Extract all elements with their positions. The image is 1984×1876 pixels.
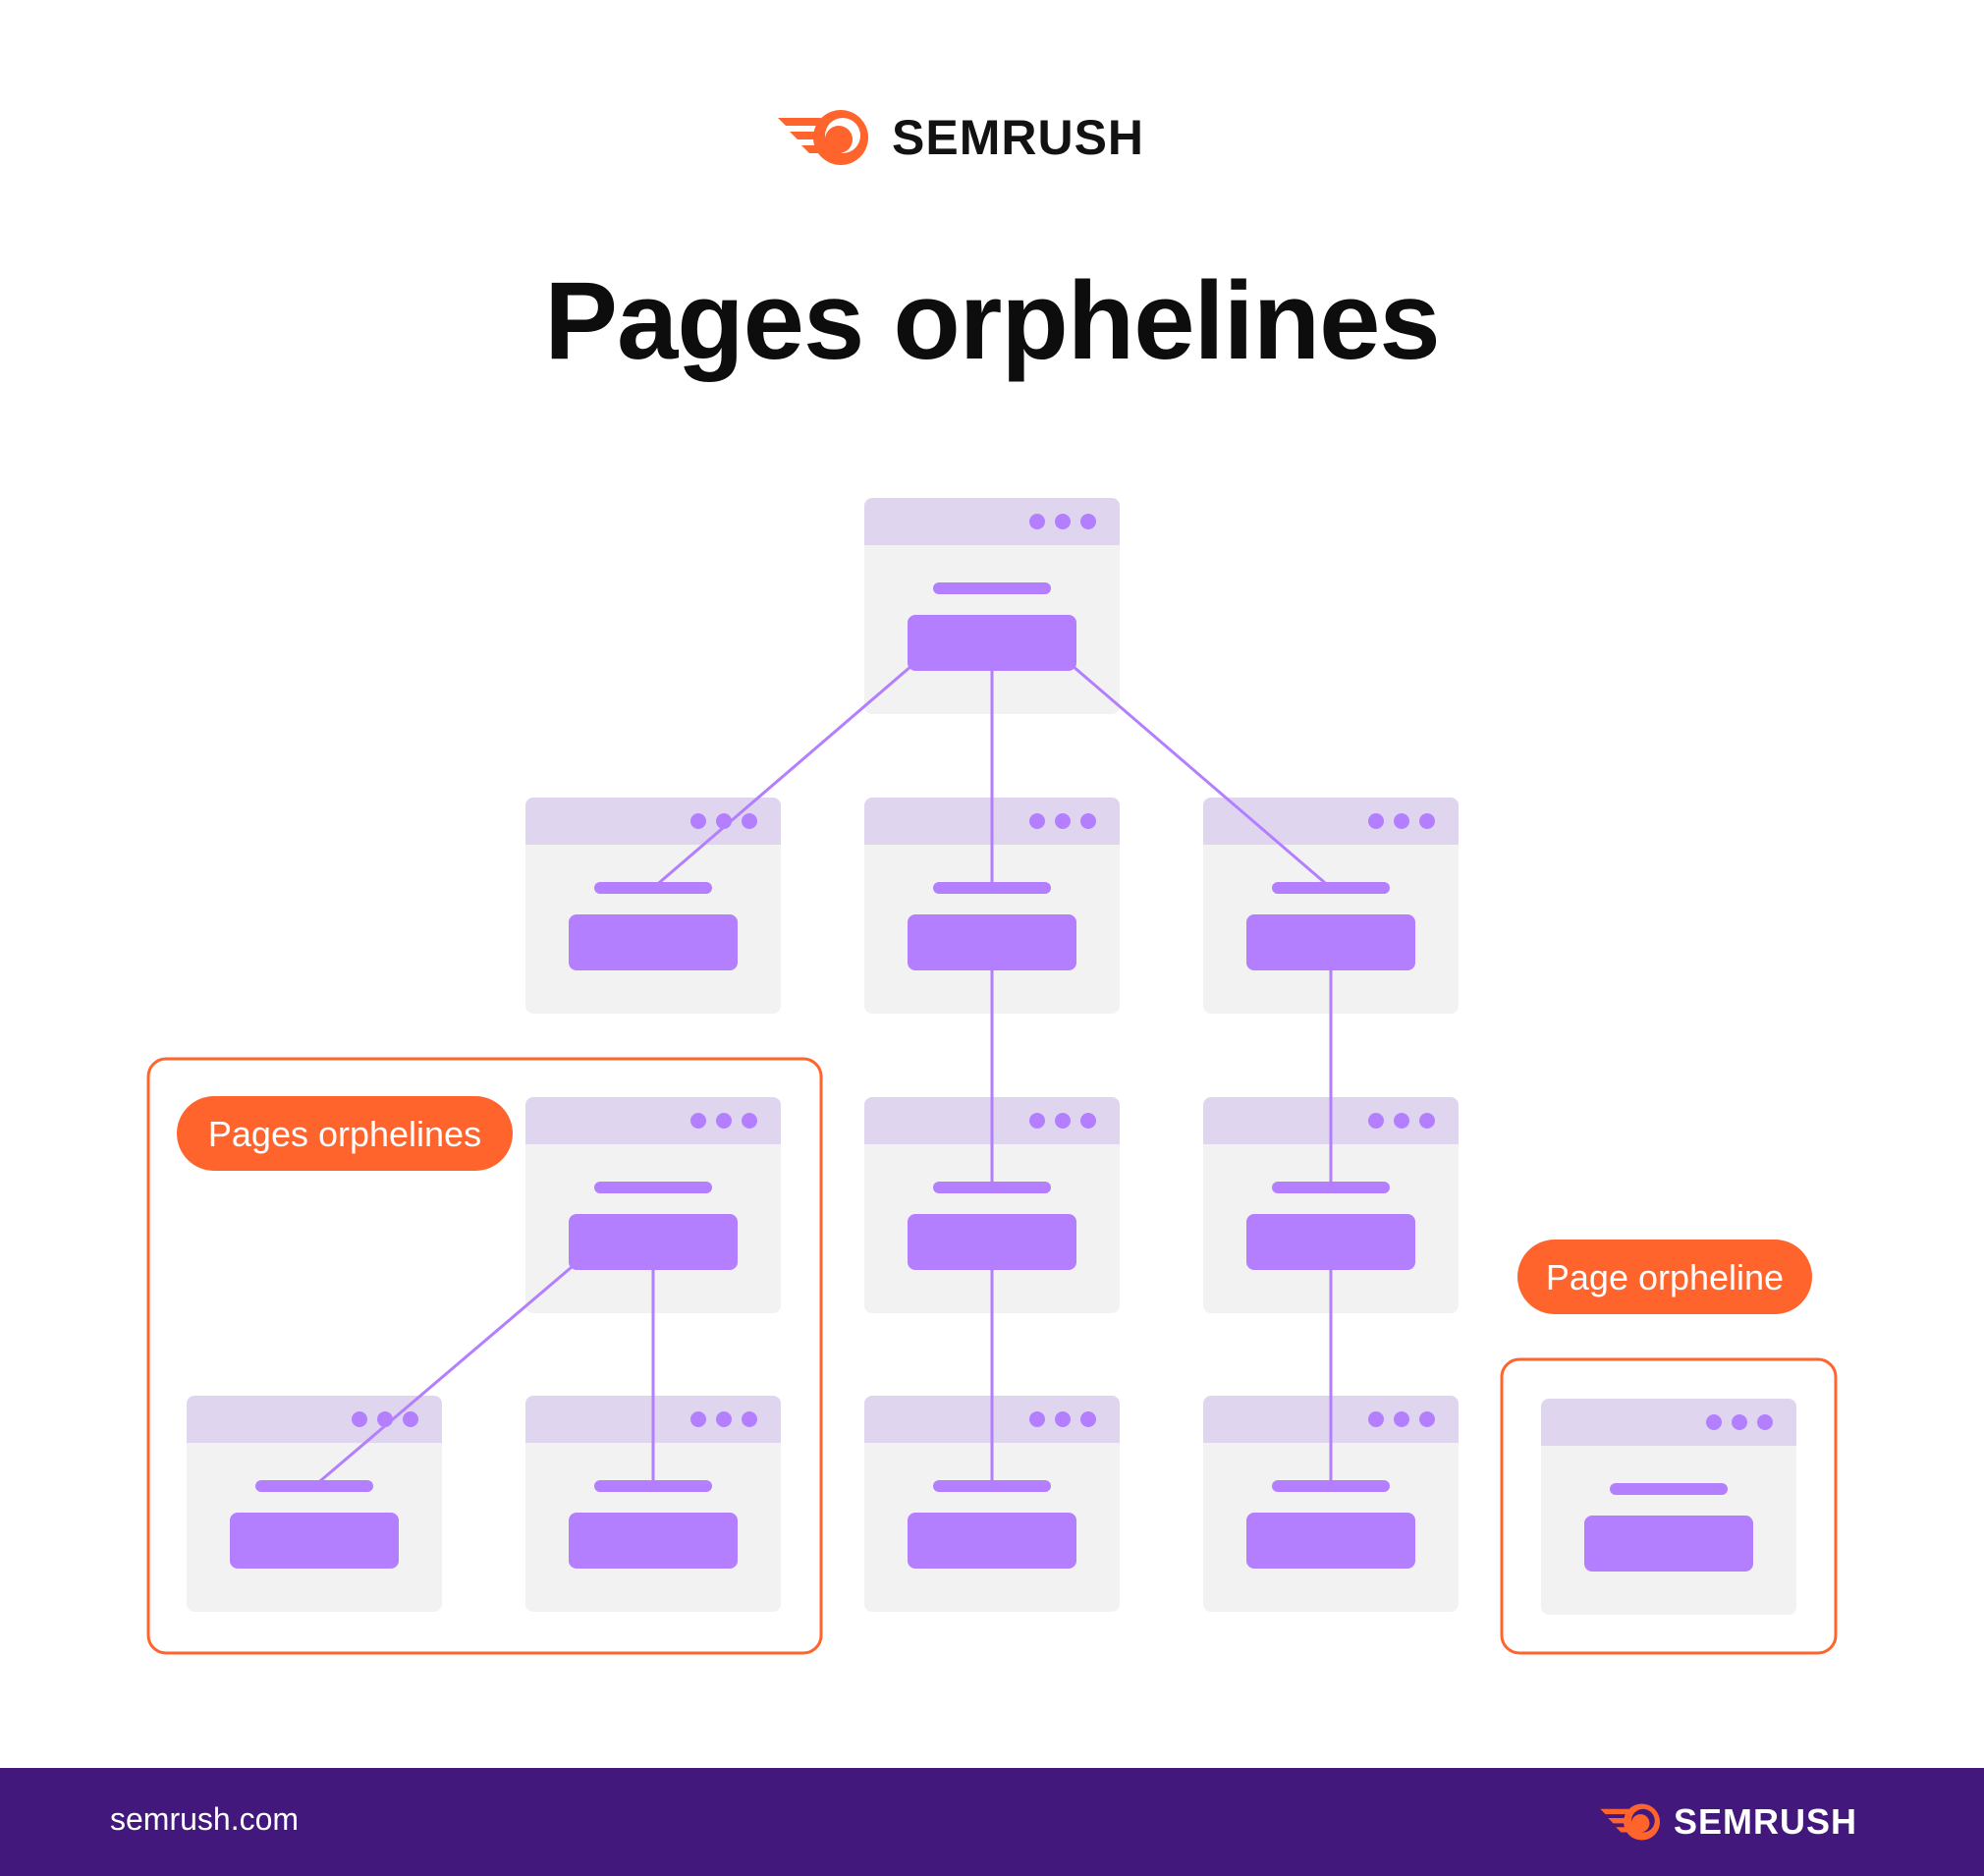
- links: [313, 664, 1333, 1488]
- footer-url: semrush.com: [110, 1801, 300, 1837]
- page-level1-left: [525, 798, 781, 1014]
- orphan-group-label: Pages orphelines: [208, 1114, 481, 1154]
- page-title: Pages orphelines: [544, 259, 1440, 382]
- footer-wordmark: SEMRUSH: [1674, 1801, 1858, 1842]
- link-line: [313, 1265, 573, 1488]
- site-structure-diagram: Pages orphelines Page orpheline: [146, 498, 1838, 1655]
- orphan-child-page-left: [187, 1396, 442, 1612]
- orphan-single-label: Page orpheline: [1546, 1257, 1784, 1297]
- orphan-group-frame: [146, 1057, 823, 1655]
- link-line: [1072, 664, 1332, 890]
- link-line: [652, 664, 912, 890]
- brand-wordmark: SEMRUSH: [892, 110, 1145, 165]
- semrush-logo-icon: [1600, 1803, 1661, 1841]
- orphan-single-label-pill: [1517, 1240, 1812, 1314]
- orphan-single-page: [1541, 1399, 1796, 1615]
- footer-logo: SEMRUSH: [1599, 1797, 1857, 1847]
- top-logo: SEMRUSH: [776, 106, 1144, 169]
- footer: semrush.com SEMRUSH: [0, 1768, 1984, 1876]
- semrush-logo-icon: [778, 110, 868, 165]
- orphan-single-frame: [1500, 1357, 1838, 1655]
- orphan-group-label-pill: [177, 1096, 513, 1171]
